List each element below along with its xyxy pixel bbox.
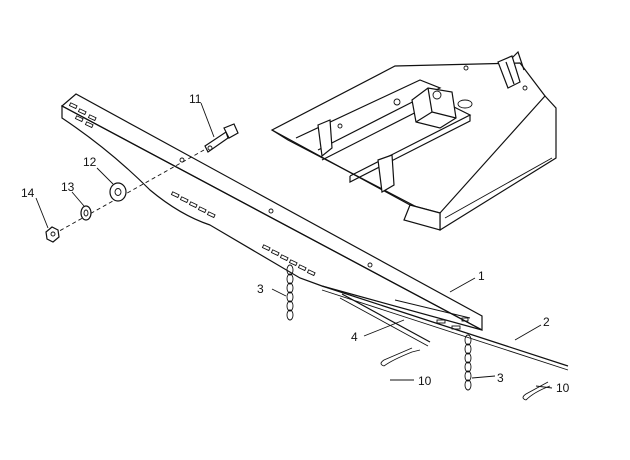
- callout-13: 13: [61, 180, 75, 194]
- hex-nut: [45, 226, 60, 243]
- rod-short: [339, 293, 431, 347]
- callout-14: 14: [21, 186, 35, 200]
- hair-pin-right: [522, 381, 551, 401]
- tow-bar-slots-right: [261, 244, 316, 277]
- callout-10-right: 10: [556, 381, 570, 395]
- callout-2: 2: [543, 315, 550, 329]
- tow-bar-slots-middle: [170, 191, 216, 219]
- chain-left: [286, 264, 294, 321]
- callout-12: 12: [83, 155, 97, 169]
- callout-4: 4: [351, 330, 358, 344]
- callout-10-left: 10: [418, 374, 432, 388]
- callout-3-right: 3: [497, 371, 504, 385]
- bolt: [204, 123, 239, 153]
- flat-washer: [109, 182, 127, 202]
- callout-3-left: 3: [257, 282, 264, 296]
- callout-leaders: [35, 102, 553, 389]
- hair-pin-left: [380, 347, 421, 367]
- rod-long: [321, 285, 569, 371]
- callout-11: 11: [189, 92, 202, 106]
- assembly-line: [53, 149, 205, 235]
- mower-deck: [270, 50, 557, 231]
- callout-1: 1: [478, 269, 485, 283]
- tow-bar: [60, 93, 483, 331]
- chain-right: [464, 334, 472, 391]
- tow-bar-slots-left: [68, 102, 97, 129]
- lock-washer: [80, 205, 92, 221]
